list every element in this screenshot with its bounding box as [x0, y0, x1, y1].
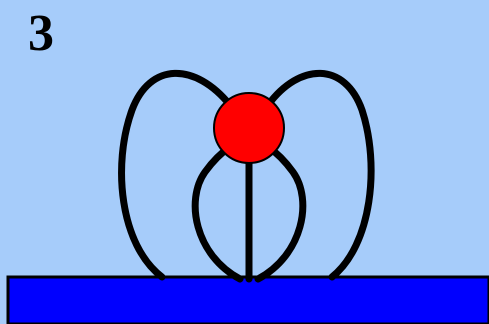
outer-left-loop [122, 73, 230, 277]
inner-left-loop [195, 145, 240, 279]
outer-right-loop [268, 73, 371, 277]
inner-right-loop [258, 145, 303, 279]
base-platform [8, 277, 489, 324]
red-ball [214, 93, 284, 163]
